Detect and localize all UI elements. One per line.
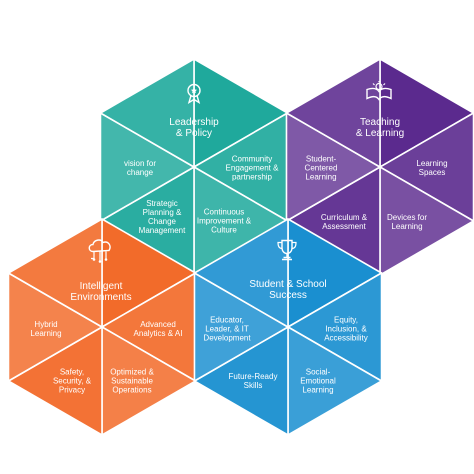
teaching-item-learning-spaces: Learning Spaces <box>416 159 448 177</box>
intelligent-title: Intelligent Environments <box>70 280 132 303</box>
leadership-hexagon <box>99 58 289 276</box>
student-item-future-ready: Future-Ready Skills <box>228 372 278 390</box>
leadership-title: Leadership & Policy <box>169 116 219 139</box>
student-item-social-emotional: Social- Emotional Learning <box>300 367 336 395</box>
teaching-title: Teaching & Learning <box>355 116 405 139</box>
leadership-item-continuous: Continuous Improvement & Culture <box>196 207 252 235</box>
intelligent-hexagon <box>7 218 197 436</box>
open-book-lightbulb-icon <box>364 81 394 110</box>
student-item-educator: Educator, Leader, & IT Development <box>203 315 251 343</box>
leadership-item-vision: vision for change <box>123 159 157 177</box>
cloud-network-icon <box>85 238 115 269</box>
student-title: Student & School Success <box>249 278 327 301</box>
intelligent-item-optimized: Optimized & Sustainable Operations <box>110 367 154 395</box>
leadership-item-strategic: Strategic Planning & Change Management <box>138 199 186 235</box>
leadership-item-community: Community Engagement & partnership <box>225 154 279 182</box>
intelligent-item-safety: Safety, Security, & Privacy <box>52 367 92 395</box>
intelligent-segment <box>7 218 103 328</box>
award-medal-icon <box>182 81 206 110</box>
intelligent-item-hybrid: Hybrid Learning <box>30 320 62 338</box>
teaching-hexagon <box>285 58 474 276</box>
teaching-item-curriculum: Curriculum & Assessment <box>320 213 368 231</box>
teaching-segment <box>285 58 381 168</box>
teaching-item-student-centered: Student- Centered Learning <box>304 154 338 182</box>
intelligent-item-analytics: Advanced Analytics & AI <box>133 320 183 338</box>
student-segment <box>193 218 289 328</box>
trophy-icon <box>274 238 300 269</box>
student-hexagon <box>193 218 383 436</box>
teaching-item-devices: Devices for Learning <box>386 213 428 231</box>
leadership-segment <box>99 58 195 168</box>
student-item-equity: Equity, Inclusion, & Accessibility <box>324 315 368 343</box>
